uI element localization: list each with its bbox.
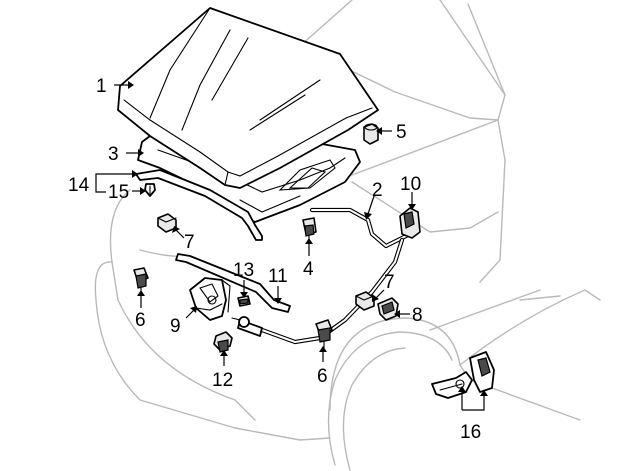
latch-part	[189, 277, 231, 321]
callout-7-lower: 7	[384, 272, 395, 293]
callout-5: 5	[396, 122, 407, 143]
vehicle-outline	[94, 0, 601, 471]
callout-16: 16	[460, 422, 481, 443]
callout-2: 2	[372, 180, 383, 201]
callout-12: 12	[212, 370, 233, 391]
bumper-4-part	[302, 217, 317, 243]
callout-labels: 1 2 3 4 5 6 6 7 7 8 9 10 11 13 12 14 15 …	[68, 76, 481, 443]
leader-lines	[95, 81, 488, 411]
release-cable-part	[231, 207, 413, 345]
callout-3: 3	[108, 144, 119, 165]
callout-1: 1	[96, 76, 107, 97]
retainer-part	[144, 183, 156, 197]
hood-bumper-5-part	[363, 123, 379, 145]
bumper-6-right-part	[315, 319, 333, 349]
callout-14: 14	[68, 175, 90, 196]
bumper-12-part	[213, 331, 233, 353]
callout-11: 11	[268, 266, 288, 287]
callout-4: 4	[303, 259, 314, 280]
hood-part	[117, 7, 379, 189]
callout-6-right: 6	[317, 366, 328, 387]
callout-15: 15	[108, 182, 129, 203]
callout-7-upper: 7	[184, 232, 195, 253]
hood-seal-part	[135, 169, 263, 241]
callout-13: 13	[233, 260, 254, 281]
clip-8-part	[377, 297, 399, 321]
clip-7-lower-part	[355, 291, 375, 311]
callout-6-left: 6	[135, 310, 146, 331]
prop-rod-part	[175, 253, 291, 313]
callout-10: 10	[400, 174, 421, 195]
release-handle-part	[399, 207, 421, 239]
callout-9: 9	[170, 316, 181, 337]
callout-8: 8	[412, 305, 423, 326]
